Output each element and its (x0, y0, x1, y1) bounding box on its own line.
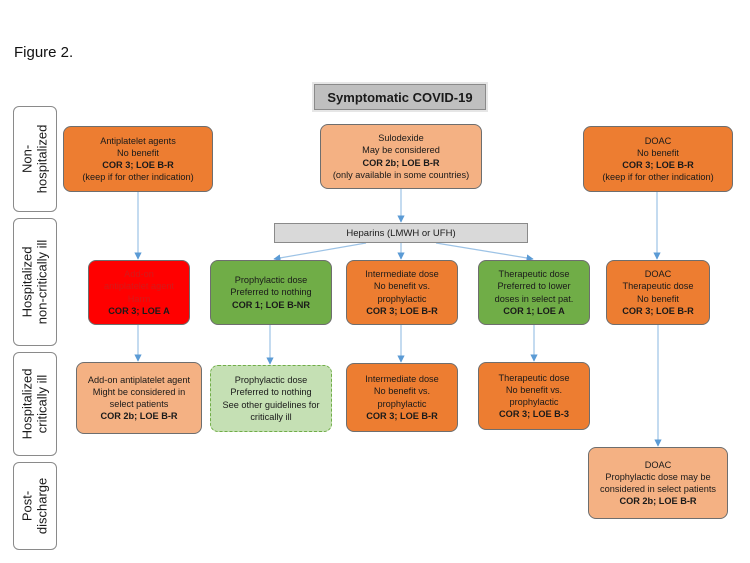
box-recommendation: COR 2b; LOE B-R (100, 411, 178, 422)
box-line: Intermediate dose (365, 374, 439, 385)
box-line: No benefit vs. (505, 384, 563, 395)
row-label-post-discharge: Post- discharge (13, 462, 57, 550)
box-line: select patients (109, 399, 169, 409)
box-line: Therapeutic dose (622, 281, 694, 292)
box-recommendation: COR 3; LOE B-R (366, 305, 438, 316)
box-nc-prophylactic: Prophylactic dose Preferred to nothing C… (210, 260, 332, 325)
box-line: antiplatelet agent (104, 281, 174, 292)
box-line: Prophylactic dose may be (605, 471, 711, 482)
box-line: Might be considered in (92, 386, 186, 397)
box-nc-therapeutic: Therapeutic dose Preferred to lower dose… (478, 260, 590, 325)
box-line: prophylactic (509, 397, 559, 407)
box-line: Harm (127, 293, 151, 304)
box-line: No benefit vs. (373, 386, 431, 397)
box-line: Preferred to nothing (230, 287, 312, 298)
box-nh-sulodexide: Sulodexide May be considered COR 2b; LOE… (320, 124, 482, 189)
box-recommendation: COR 3; LOE B-R (622, 305, 694, 316)
box-line: prophylactic (377, 398, 427, 409)
box-line: No benefit (637, 293, 679, 304)
box-line: (keep if for other indication) (82, 172, 194, 183)
box-line: Preferred to lower (497, 281, 571, 292)
box-line: Antiplatelet agents (100, 135, 176, 146)
box-line: Therapeutic dose (498, 372, 570, 383)
figure-label: Figure 2. (14, 44, 74, 61)
box-line: DOAC (644, 269, 672, 280)
box-line: (only available in some countries) (332, 169, 470, 180)
box-line: No benefit (117, 147, 159, 158)
box-line: See other guidelines for (222, 399, 320, 410)
diagram-title: Symptomatic COVID-19 (314, 84, 486, 110)
box-line: DOAC (644, 459, 672, 470)
box-line: Add-on (124, 269, 154, 280)
box-line: May be considered (362, 145, 440, 156)
box-nc-intermediate: Intermediate dose No benefit vs. prophyl… (346, 260, 458, 325)
box-recommendation: COR 2b; LOE B-R (619, 496, 697, 507)
box-line: No benefit (637, 147, 679, 158)
box-nh-doac: DOAC No benefit COR 3; LOE B-R (keep if … (583, 126, 733, 192)
box-recommendation: COR 1; LOE A (503, 305, 565, 316)
box-c-prophylactic: Prophylactic dose Preferred to nothing S… (210, 365, 332, 432)
box-line: Prophylactic dose (234, 375, 308, 386)
box-nc-doac: DOAC Therapeutic dose No benefit COR 3; … (606, 260, 710, 325)
box-nh-antiplatelet: Antiplatelet agents No benefit COR 3; LO… (63, 126, 213, 192)
arrow-heparin-therapeutic (435, 242, 534, 262)
row-label-critically-ill: Hospitalized critically ill (13, 352, 57, 456)
box-recommendation: COR 2b; LOE B-R (362, 157, 440, 168)
heparins-box: Heparins (LMWH or UFH) (274, 223, 528, 243)
row-label-non-hospitalized: Non- hospitalized (13, 106, 57, 212)
box-c-therapeutic: Therapeutic dose No benefit vs. prophyla… (478, 362, 590, 430)
box-recommendation: COR 1; LOE B-NR (231, 299, 311, 310)
box-line: (keep if for other indication) (602, 172, 714, 183)
box-line: Sulodexide (378, 133, 424, 144)
box-line: prophylactic (377, 293, 427, 304)
box-c-intermediate: Intermediate dose No benefit vs. prophyl… (346, 363, 458, 432)
box-line: Therapeutic dose (498, 269, 570, 280)
box-line: Preferred to nothing (230, 387, 312, 398)
box-line: considered in select patients (600, 484, 716, 494)
box-line: No benefit vs. (373, 281, 431, 292)
box-line: Intermediate dose (365, 269, 439, 280)
box-line: critically ill (250, 411, 292, 422)
arrow-heparin-prophylactic (273, 242, 367, 262)
row-label-non-critically-ill: Hospitalized non-critically ill (13, 218, 57, 346)
box-c-antiplatelet: Add-on antiplatelet agent Might be consi… (76, 362, 202, 434)
box-recommendation: COR 3; LOE A (108, 305, 170, 316)
box-line: Add-on antiplatelet agent (87, 374, 191, 385)
box-pd-doac: DOAC Prophylactic dose may be considered… (588, 447, 728, 519)
box-line: DOAC (644, 135, 672, 146)
box-recommendation: COR 3; LOE B-R (102, 160, 174, 170)
box-recommendation: COR 3; LOE B-3 (499, 409, 569, 420)
box-nc-antiplatelet: Add-on antiplatelet agent Harm COR 3; LO… (88, 260, 190, 325)
box-recommendation: COR 3; LOE B-R (366, 410, 438, 421)
box-recommendation: COR 3; LOE B-R (622, 160, 694, 170)
box-line: Prophylactic dose (234, 275, 308, 286)
box-line: doses in select pat. (494, 293, 574, 304)
